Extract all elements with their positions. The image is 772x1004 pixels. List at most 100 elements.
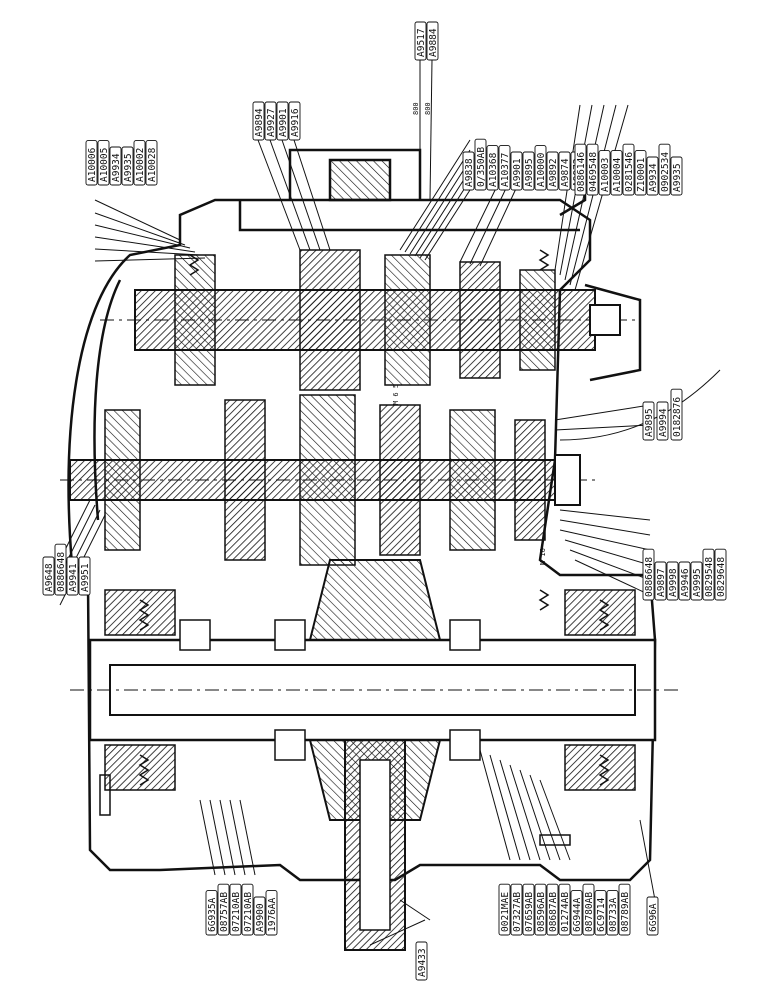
part-label-box <box>658 143 671 196</box>
part-number-label: 08596AB <box>536 892 547 932</box>
part-label-box <box>606 890 619 936</box>
part-label-box <box>121 146 134 186</box>
part-label-box <box>666 561 679 601</box>
part-label-box <box>546 883 559 936</box>
part-label-box <box>654 561 667 601</box>
part-label-box <box>534 145 547 191</box>
part-number-label: 6C9714 <box>596 897 607 932</box>
part-label-box <box>714 548 727 601</box>
part-number-label: 08687AB <box>548 892 559 932</box>
part-label-box <box>252 101 265 141</box>
part-label-box <box>97 140 110 186</box>
part-label-box <box>678 561 691 601</box>
part-number-label: 08789AB <box>620 892 631 932</box>
part-label-box <box>42 556 55 596</box>
part-number-label: 0902534 <box>660 152 671 192</box>
part-number-label: 07210AB <box>243 892 254 932</box>
part-label-box <box>510 883 523 936</box>
part-number-label: 0829648 <box>716 557 727 597</box>
part-label-box <box>145 140 158 186</box>
part-number-label: A9884 <box>428 28 439 57</box>
part-number-label: A10006 <box>87 147 98 182</box>
dimension-annotation: M 16 <box>539 548 547 565</box>
part-number-label: A9901 <box>512 158 523 187</box>
part-number-label: A9934 <box>648 163 659 192</box>
part-label-box <box>558 883 571 936</box>
part-label-box <box>66 556 79 596</box>
part-number-label: 0886648 <box>644 557 655 597</box>
part-number-label: 0/350AB <box>476 147 487 187</box>
part-number-label: A9994 <box>658 408 669 437</box>
output-shaft-assembly <box>70 559 680 951</box>
part-label-box <box>702 548 715 601</box>
part-label-box <box>594 890 607 936</box>
part-number-label: A9895 <box>524 158 535 187</box>
part-number-label: Z10001 <box>636 157 647 192</box>
part-number-label: 01274AB <box>560 892 571 932</box>
part-label-box <box>642 401 655 441</box>
part-label-box <box>690 561 703 601</box>
part-number-label: 6G944A <box>572 897 583 932</box>
part-number-label: A10005 <box>99 148 110 182</box>
part-label-box <box>642 548 655 601</box>
part-number-label: 0021MAE <box>500 892 511 932</box>
part-label-box <box>634 150 647 196</box>
part-number-label: A10368 <box>488 152 499 187</box>
part-number-label: 0886648 <box>56 552 67 592</box>
part-label-box <box>498 883 511 936</box>
part-label-box <box>656 401 669 441</box>
part-label-box <box>462 151 475 191</box>
part-number-label: A10002 <box>135 148 146 182</box>
part-number-label: 0182876 <box>672 397 683 437</box>
part-label-box <box>546 151 559 191</box>
part-label-box <box>78 556 91 596</box>
part-number-label: A10028 <box>147 147 158 182</box>
part-label-box <box>618 883 631 936</box>
part-number-label: A10000 <box>536 152 547 187</box>
part-label-box <box>646 896 659 936</box>
part-number-label: A9916 <box>290 108 301 137</box>
part-label-box <box>586 143 599 196</box>
part-label-box <box>534 883 547 936</box>
part-label-box <box>217 883 230 936</box>
part-number-label: 07659AB <box>524 892 535 932</box>
part-label-box <box>229 883 242 936</box>
counter-shaft-assembly <box>60 394 600 566</box>
part-label-box <box>670 388 683 441</box>
part-number-label: A9995 <box>692 568 703 597</box>
part-label-box <box>415 941 428 981</box>
part-number-label: A9895 <box>644 408 655 437</box>
part-number-label: 6G96A <box>648 903 659 932</box>
main-shaft-assembly <box>100 249 640 391</box>
part-label-box <box>474 138 487 191</box>
part-number-label: 08733A <box>608 897 619 932</box>
spring-details <box>99 249 610 846</box>
part-number-label: 07327AB <box>512 892 523 932</box>
part-number-label: 08780AB <box>584 892 595 932</box>
part-number-label: A10377 <box>500 153 511 187</box>
part-label-box <box>582 883 595 936</box>
part-number-label: A9927 <box>266 108 277 137</box>
part-number-label: 08757AB <box>219 892 230 932</box>
part-number-label: A9517 <box>416 28 427 57</box>
dimension-annotation: 800 <box>412 102 420 115</box>
part-number-label: 0886146 <box>576 152 587 192</box>
part-number-label: A10003 <box>600 158 611 192</box>
part-label-box <box>54 543 67 596</box>
part-label-box <box>109 146 122 186</box>
part-label-box <box>622 143 635 196</box>
part-label-box <box>574 143 587 196</box>
part-label-box <box>414 21 427 61</box>
part-label-box <box>85 140 98 186</box>
part-label-box <box>522 151 535 191</box>
part-label-box <box>598 150 611 196</box>
dimension-annotation: 800 <box>424 102 432 115</box>
part-label-box <box>265 890 278 936</box>
part-number-label: A9433 <box>417 948 428 977</box>
part-number-label: 0281546 <box>624 152 635 192</box>
part-number-label: A9941 <box>68 563 79 592</box>
part-number-label: A9894 <box>254 108 265 137</box>
